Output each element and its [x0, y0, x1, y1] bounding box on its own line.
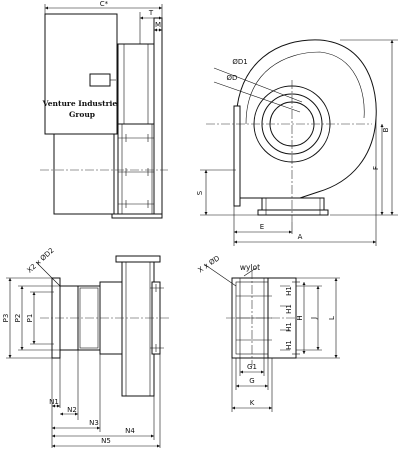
label-wylot: wylot	[240, 263, 260, 272]
dim-t: T	[148, 9, 154, 17]
outlet-section	[121, 261, 155, 397]
dim-p3: P3	[2, 314, 10, 323]
dim-c-star: C*	[100, 0, 109, 8]
motor-base	[53, 133, 115, 215]
dim-n4: N4	[125, 427, 135, 435]
dim-h1-b: H1	[285, 304, 293, 314]
motor-logo-line1: Venture Industries	[42, 99, 122, 108]
dim-n5: N5	[101, 437, 111, 445]
outlet-top-flange	[115, 255, 161, 263]
base-foot	[257, 209, 329, 216]
outlet-opening	[233, 105, 241, 207]
dim-n2: N2	[67, 406, 77, 414]
dim-n1: N1	[49, 398, 59, 406]
dim-p1: P1	[26, 314, 34, 323]
motor-logo-line2: Group	[69, 110, 95, 119]
terminal-box	[89, 73, 111, 87]
dim-j: J	[310, 317, 318, 320]
base-plate	[111, 213, 163, 219]
dim-l: L	[328, 316, 336, 320]
dim-x-phi-d: X x ØD	[197, 254, 222, 274]
side-view: Venture Industries Group C* T M	[40, 0, 168, 219]
dim-k: K	[250, 399, 255, 407]
dim-m: M	[155, 21, 161, 29]
dim-x2-phi-d2: X2 x ØD2	[26, 246, 56, 274]
dim-h1-c: H1	[285, 322, 293, 332]
dim-s: S	[196, 190, 204, 195]
outlet-flange-view: X x ØD wylot H1 H1 H1 H1 H J L G1 G	[197, 254, 340, 412]
dim-a: A	[298, 233, 303, 241]
dim-phi-d: ØD	[227, 74, 238, 82]
inlet-ring	[153, 17, 163, 219]
dim-g1: G1	[247, 363, 257, 371]
front-view: ØD1 ØD B F S E A	[196, 39, 398, 246]
dim-h1-a: H1	[285, 286, 293, 296]
dim-g: G	[249, 377, 254, 385]
dim-e: E	[260, 223, 264, 231]
dim-h: H	[296, 315, 304, 320]
base-frame	[261, 197, 325, 211]
dim-phi-d1: ØD1	[232, 58, 247, 66]
top-view: X2 x ØD2 P3 P2 P1 N1 N2 N3 N4 N5	[2, 246, 170, 448]
dim-h1-d: H1	[285, 340, 293, 350]
dim-p2: P2	[14, 314, 22, 323]
dim-b: B	[382, 127, 390, 132]
dim-n3: N3	[89, 419, 99, 427]
volute-casing	[235, 39, 377, 199]
